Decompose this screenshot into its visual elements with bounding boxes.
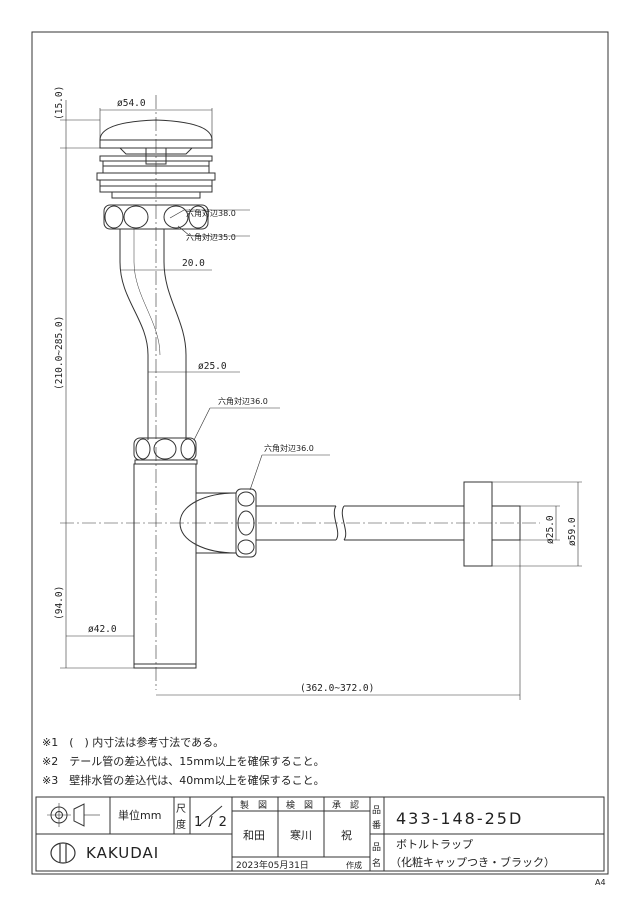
approved-by: 祝 — [341, 828, 352, 842]
drawing-date: 2023年05月31日 — [236, 859, 309, 871]
hex-nut-middle — [133, 437, 197, 461]
part-name-label-1: 品 — [372, 842, 381, 853]
tail-pipe-right — [163, 229, 187, 440]
company-name: KAKUDAI — [86, 844, 159, 862]
part-name: ボトルトラップ — [396, 838, 473, 851]
scale-label-2: 度 — [176, 818, 186, 831]
dim-hex1: 六角対辺38.0 — [186, 208, 236, 218]
scale-label-1: 尺 — [176, 803, 186, 815]
unit-label: 単位mm — [118, 808, 161, 822]
wall-flange — [463, 481, 493, 567]
part-no-label-2: 番 — [372, 819, 381, 831]
dim-pipe-diameter: ø25.0 — [198, 361, 227, 372]
dim-body-diameter: ø42.0 — [88, 624, 117, 635]
part-no: 433-148-25D — [396, 809, 523, 828]
tail-pipe-left — [119, 229, 149, 440]
hex-nut-side — [235, 488, 257, 558]
checked-label: 検 図 — [286, 799, 313, 811]
note-2: ※2 テール管の差込代は、15mm以上を確保すること。 — [42, 754, 325, 768]
cap-neck — [118, 147, 194, 155]
approved-label: 承 認 — [332, 799, 359, 811]
trap-drawing — [60, 95, 540, 690]
scale-value: 1/2 — [194, 815, 233, 830]
dim-top-cap-height: (15.0) — [54, 86, 65, 120]
paper-size: A4 — [595, 878, 606, 887]
sheet-frame — [31, 31, 609, 875]
checked-by: 寒川 — [290, 828, 312, 842]
note-1: ※1 ( ) 内寸法は参考寸法である。 — [42, 735, 224, 749]
trap-body — [133, 463, 197, 669]
dim-hex3: 六角対辺36.0 — [218, 396, 268, 406]
dim-body-lower: (94.0) — [54, 586, 65, 620]
dim-cap-diameter: ø54.0 — [117, 98, 146, 109]
title-block — [35, 796, 605, 872]
kakudai-logo-icon — [50, 842, 76, 864]
dim-total-height: (210.0~285.0) — [54, 316, 65, 390]
manufactured-label: 製 図 — [240, 799, 267, 811]
dim-horizontal-length: (362.0~372.0) — [300, 683, 374, 694]
dimension-lines — [60, 100, 582, 700]
part-name-sub: （化粧キャップつき・ブラック） — [390, 855, 555, 869]
made-label: 作成 — [346, 860, 362, 870]
dim-hex2: 六角対辺35.0 — [186, 232, 236, 242]
part-name-label-2: 名 — [372, 857, 381, 869]
dim-wall-pipe-diameter: ø25.0 — [545, 515, 556, 544]
hex-nut-upper — [103, 204, 209, 230]
part-no-label-1: 品 — [372, 805, 381, 816]
dim-offset: 20.0 — [182, 258, 205, 269]
projection-symbol-icon — [47, 803, 100, 827]
manufactured-by: 和田 — [243, 829, 265, 842]
dim-flange-diameter: ø59.0 — [567, 517, 578, 546]
note-3: ※3 壁排水管の差込代は、40mm以上を確保すること。 — [42, 773, 325, 787]
cap-dome — [99, 119, 213, 141]
wall-pipe-end — [491, 505, 521, 541]
dim-hex4: 六角対辺36.0 — [264, 443, 314, 453]
